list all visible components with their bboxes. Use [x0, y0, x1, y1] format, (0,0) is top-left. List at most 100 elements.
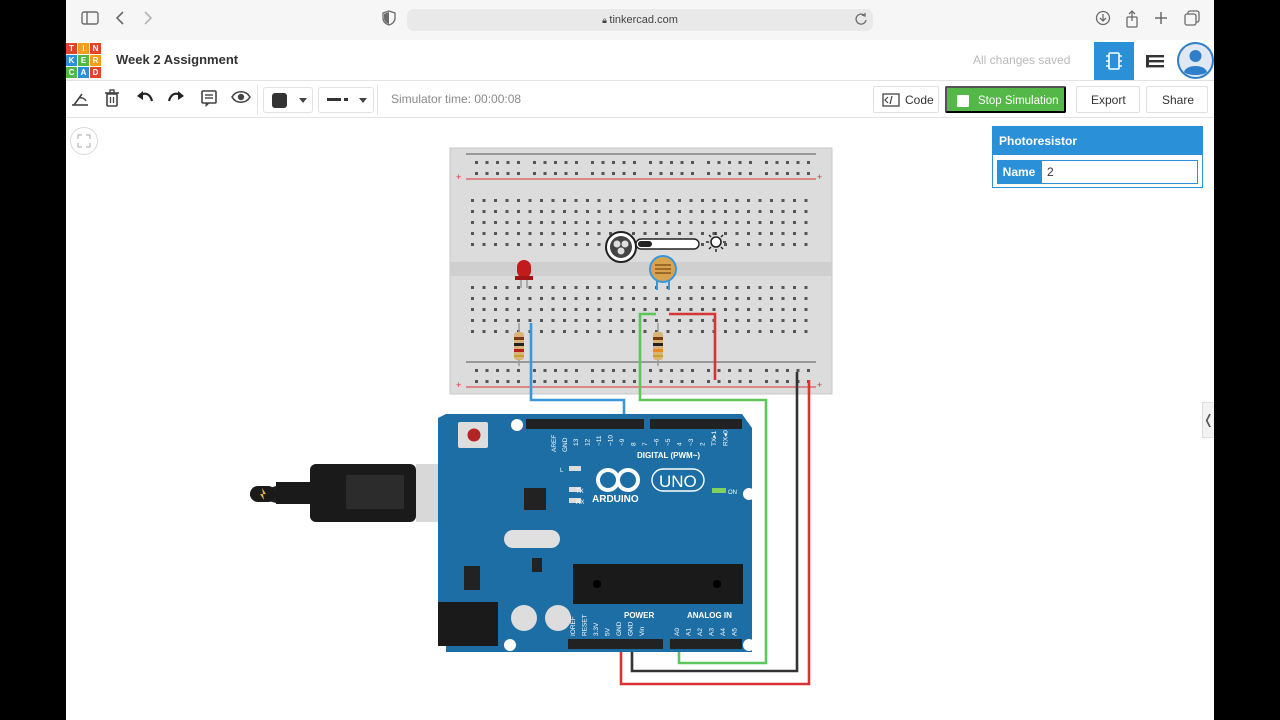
export-label: Export [1091, 93, 1126, 107]
name-input[interactable] [1041, 160, 1198, 184]
pin-label: 2 [700, 442, 707, 446]
component-list-button[interactable] [1136, 42, 1174, 80]
pin-label: 5V [605, 627, 612, 636]
light-slider[interactable] [605, 231, 726, 263]
red-wire-breadboard [669, 312, 717, 380]
share-icon[interactable] [1122, 10, 1142, 30]
resistor-photoresistor[interactable] [653, 323, 663, 366]
red-wire-power [619, 380, 811, 686]
plus-marker: + [817, 380, 822, 390]
toolbar-divider [377, 85, 378, 115]
notes-icon[interactable] [199, 89, 219, 109]
pin-label: ~5 [665, 438, 672, 446]
arduino-brand: ARDUINO [592, 494, 639, 505]
stop-simulation-label: Stop Simulation [978, 95, 1059, 107]
line-style-icon [327, 98, 348, 101]
digital-label: DIGITAL (PWM~) [637, 451, 700, 460]
visibility-eye-icon[interactable] [231, 89, 251, 109]
reload-icon[interactable] [854, 12, 868, 31]
wires[interactable] [529, 312, 811, 686]
list-icon [1146, 55, 1164, 68]
black-wire [630, 372, 799, 673]
plus-marker: + [456, 172, 461, 182]
rotate-icon[interactable] [70, 89, 90, 109]
plus-marker: + [817, 172, 822, 182]
stop-simulation-button[interactable]: Stop Simulation [945, 86, 1066, 113]
pin-label: IOREF [570, 616, 577, 636]
sidebar-icon[interactable] [80, 10, 100, 30]
back-icon[interactable] [110, 10, 130, 30]
trash-icon[interactable] [102, 89, 122, 109]
share-label: Share [1162, 93, 1195, 107]
breadboard-holes [471, 161, 810, 383]
code-button[interactable]: Code [873, 86, 939, 113]
wire-style-dropdown[interactable] [318, 87, 374, 113]
simulator-time: Simulator time: 00:00:08 [391, 92, 522, 106]
on-label: ON [728, 490, 737, 496]
url-value: tinkercad.com [609, 14, 678, 26]
name-label: Name [997, 160, 1041, 184]
logo-letter: E [78, 55, 89, 66]
logo-letter: D [90, 67, 101, 78]
resistor-led[interactable] [514, 323, 524, 366]
photoresistor[interactable] [649, 255, 677, 290]
tinkercad-logo[interactable]: T I N K E R C A D [66, 43, 101, 78]
analog-in-label: ANALOG IN [687, 611, 732, 620]
inspector-title: Photoresistor [993, 127, 1202, 155]
pin-label: 3.3V [593, 622, 600, 636]
pin-label: A4 [720, 628, 727, 636]
save-status: All changes saved [973, 53, 1071, 67]
uno-label: UNO [659, 472, 697, 491]
pin-label: Vin [639, 626, 646, 636]
chip-icon [1106, 52, 1122, 70]
pin-label: ~3 [688, 438, 695, 446]
pin-label: A0 [674, 628, 681, 636]
pin-label: ~6 [654, 438, 661, 446]
pin-label: A1 [686, 628, 693, 636]
pin-label: RX◂0 [723, 430, 730, 446]
arduino-uno[interactable]: TX RX L ON ARDUINO UNO DIGITAL (PWM~) PO… [438, 414, 755, 652]
toolbar-divider [257, 85, 258, 115]
chevron-down-icon [299, 98, 307, 103]
editor-toolbar: Simulator time: 00:00:08 Code Stop Simul… [66, 81, 1214, 118]
logo-letter: A [78, 67, 89, 78]
pin-label: GND [616, 621, 623, 636]
tabs-overview-icon[interactable] [1182, 10, 1202, 30]
new-tab-icon[interactable] [1151, 10, 1171, 30]
download-icon[interactable] [1093, 10, 1113, 30]
circuit-view-button[interactable] [1094, 42, 1134, 80]
led[interactable] [515, 260, 533, 288]
collapse-panel-toggle[interactable]: ❬ [1202, 402, 1214, 438]
code-icon [882, 93, 900, 107]
logo-letter: N [90, 43, 101, 54]
circuit-canvas[interactable]: + + + + [66, 118, 1214, 720]
pin-label: ~11 [596, 435, 603, 446]
app-header: T I N K E R C A D Week 2 Assignment All … [66, 40, 1214, 81]
pin-label: AREF [551, 435, 558, 452]
user-avatar[interactable] [1177, 42, 1214, 79]
undo-icon[interactable] [135, 89, 155, 109]
zoom-to-fit-button[interactable] [70, 127, 98, 155]
circuit-schematic: + + + + [250, 147, 833, 686]
privacy-shield-icon[interactable] [379, 10, 399, 30]
pin-label: 4 [677, 442, 684, 446]
document-title[interactable]: Week 2 Assignment [116, 52, 239, 67]
share-button[interactable]: Share [1146, 86, 1208, 113]
logo-letter: T [66, 43, 77, 54]
pin-label: 12 [585, 438, 592, 446]
pin-label: A3 [709, 628, 716, 636]
code-button-label: Code [905, 93, 934, 107]
logo-letter: C [66, 67, 77, 78]
plus-marker: + [456, 380, 461, 390]
pin-label: A5 [732, 628, 739, 636]
tinkercad-app: 🔒︎ tinkercad.com T I N K E R C A D [66, 0, 1214, 720]
color-swatch [272, 93, 287, 108]
redo-icon[interactable] [166, 89, 186, 109]
forward-icon[interactable] [138, 10, 158, 30]
wire-color-dropdown[interactable] [263, 87, 313, 113]
address-bar[interactable]: 🔒︎ tinkercad.com [407, 9, 873, 31]
export-button[interactable]: Export [1076, 86, 1140, 113]
